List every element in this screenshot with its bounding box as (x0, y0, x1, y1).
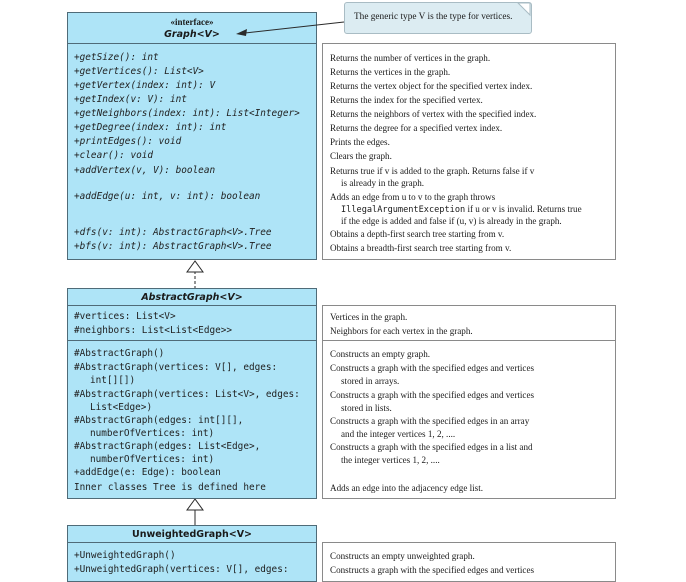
ctor-edge-list-2: numberOfVertices: int) (90, 454, 215, 465)
desc-bfs: Obtains a breadth-first search tree star… (330, 243, 512, 253)
ctor-arrays-1: #AbstractGraph(vertices: V[], edges: (74, 362, 278, 373)
desc-addedge-3: if the edge is added and false if (u, v)… (341, 216, 562, 226)
desc-unweighted-empty: Constructs an empty unweighted graph. (330, 551, 475, 561)
generic-type-callout: The generic type V is the type for verti… (344, 2, 532, 34)
method-getdegree: +getDegree(index: int): int (74, 122, 227, 133)
desc-vertices: Vertices in the graph. (330, 312, 408, 322)
inner-classes-note: Inner classes Tree is defined here (74, 482, 266, 493)
abstract-graph-field-descriptions-box (322, 305, 616, 341)
desc-neighbors: Neighbors for each vertex in the graph. (330, 326, 473, 336)
desc-ctor-empty: Constructs an empty graph. (330, 349, 431, 359)
abstract-graph-methods-compartment (67, 340, 317, 499)
method-getvertex: +getVertex(index: int): V (74, 80, 216, 91)
ctor-edge-array-1: #AbstractGraph(edges: int[][], (74, 415, 244, 426)
abstract-graph-name: AbstractGraph<V> (141, 292, 243, 303)
desc-ctor-lists-1: Constructs a graph with the specified ed… (330, 390, 535, 400)
graph-class-name: Graph<V> (164, 29, 220, 40)
desc-getsize: Returns the number of vertices in the gr… (330, 53, 491, 63)
desc-unweighted-arrays: Constructs a graph with the specified ed… (330, 565, 535, 575)
desc-getdegree: Returns the degree for a specified verte… (330, 123, 503, 133)
method-printedges: +printEdges(): void (74, 136, 182, 147)
ctor-lists-1: #AbstractGraph(vertices: List<V>, edges: (74, 389, 300, 400)
desc-dfs: Obtains a depth-first search tree starti… (330, 229, 505, 239)
method-getvertices: +getVertices(): List<V> (74, 66, 204, 77)
method-addedge: +addEdge(u: int, v: int): boolean (74, 191, 261, 202)
method-getsize: +getSize(): int (74, 52, 159, 63)
abstract-graph-descriptions-box (322, 340, 616, 499)
graph-methods-compartment (67, 43, 317, 260)
desc-ctor-arrays-2: stored in arrays. (341, 376, 400, 386)
desc-getvertices: Returns the vertices in the graph. (330, 67, 451, 77)
ctor-edge-array-2: numberOfVertices: int) (90, 428, 215, 439)
method-getindex: +getIndex(v: V): int (74, 94, 187, 105)
desc-ctor-arrays-1: Constructs a graph with the specified ed… (330, 363, 535, 373)
ctor-empty: #AbstractGraph() (74, 348, 165, 359)
ctor-edge-list-1: #AbstractGraph(edges: List<Edge>, (74, 441, 261, 452)
desc-printedges: Prints the edges. (330, 137, 390, 147)
method-clear: +clear(): void (74, 150, 154, 161)
ctor-unweighted-arrays: +UnweightedGraph(vertices: V[], edges: (74, 564, 289, 575)
desc-clear: Clears the graph. (330, 151, 392, 161)
desc-ctor-lists-2: stored in lists. (341, 403, 392, 413)
field-neighbors: #neighbors: List<List<Edge>> (74, 325, 233, 336)
method-addedge-edge: +addEdge(e: Edge): boolean (74, 467, 221, 478)
desc-ctor-edge-array-1: Constructs a graph with the specified ed… (330, 416, 530, 426)
method-dfs: +dfs(v: int): AbstractGraph<V>.Tree (74, 227, 272, 238)
ctor-lists-2: List<Edge>) (90, 402, 153, 413)
callout-text: The generic type V is the type for verti… (354, 12, 513, 22)
method-addvertex: +addVertex(v, V): boolean (74, 165, 216, 176)
extends-arrowhead (186, 498, 204, 511)
desc-addedge-2: IllegalArgumentException if u or v is in… (341, 203, 582, 216)
unweighted-graph-name: UnweightedGraph<V> (131, 529, 253, 540)
desc-addedge-edge: Adds an edge into the adjacency edge lis… (330, 483, 484, 493)
graph-stereotype: «interface» (170, 17, 214, 27)
ctor-unweighted-empty: +UnweightedGraph() (74, 550, 176, 561)
desc-addvertex-2: is already in the graph. (341, 178, 425, 188)
method-bfs: +bfs(v: int): AbstractGraph<V>.Tree (74, 241, 272, 252)
desc-ctor-edge-list-1: Constructs a graph with the specified ed… (330, 442, 533, 452)
unweighted-graph-descriptions-box (322, 542, 616, 582)
illegal-argument-exception: IllegalArgumentException (341, 205, 466, 215)
desc-addvertex-1: Returns true if v is added to the graph.… (330, 166, 535, 176)
field-vertices: #vertices: List<V> (74, 311, 176, 322)
desc-addedge-1: Adds an edge from u to v to the graph th… (330, 192, 496, 202)
ctor-arrays-2: int[][]) (90, 375, 136, 386)
graph-interface-header: «interface» Graph<V> (67, 12, 317, 44)
desc-ctor-edge-array-2: and the integer vertices 1, 2, .... (341, 429, 456, 439)
graph-descriptions-box (322, 43, 616, 260)
desc-ctor-edge-list-2: the integer vertices 1, 2, .... (341, 455, 440, 465)
implements-arrowhead (186, 260, 204, 273)
abstract-graph-header: AbstractGraph<V> (67, 288, 317, 306)
desc-getindex: Returns the index for the specified vert… (330, 95, 483, 105)
method-getneighbors: +getNeighbors(index: int): List<Integer> (74, 108, 300, 119)
unweighted-graph-header: UnweightedGraph<V> (67, 525, 317, 543)
desc-getneighbors: Returns the neighbors of vertex with the… (330, 109, 537, 119)
desc-addedge-2-rest: if u or v is invalid. Returns true (465, 204, 582, 214)
desc-getvertex: Returns the vertex object for the specif… (330, 81, 533, 91)
